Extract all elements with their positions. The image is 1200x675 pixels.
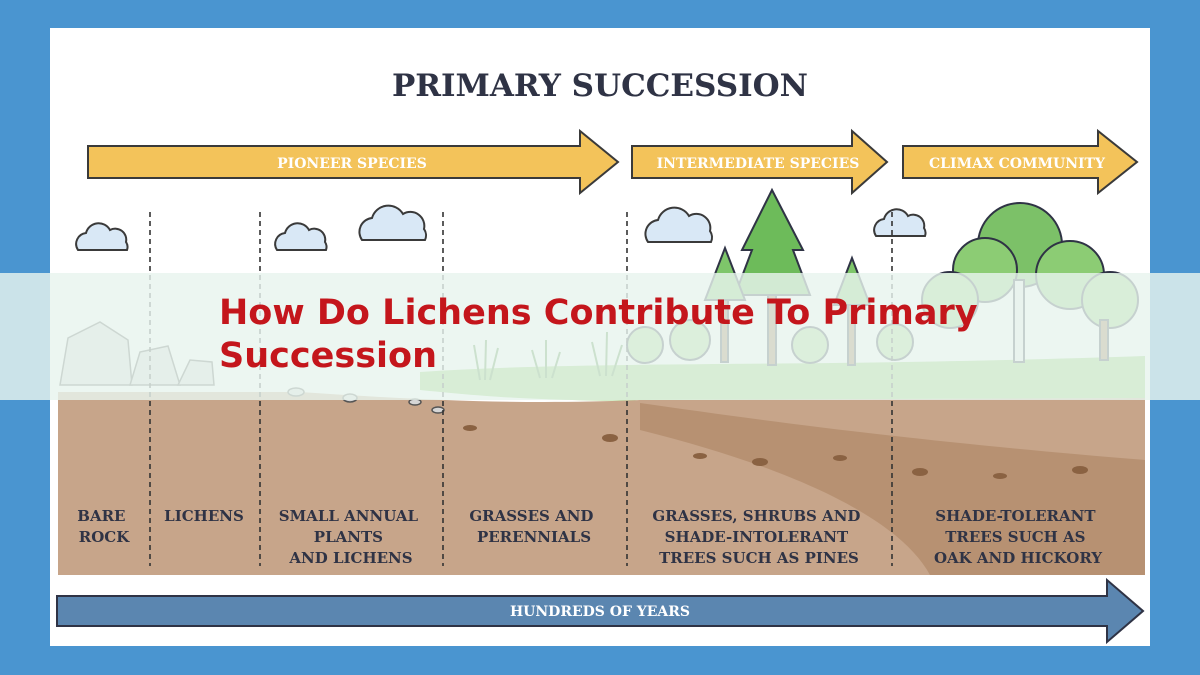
stage-label-bare-rock: BARE ROCK (77, 507, 130, 546)
phase-arrow-pioneer: PIONEER SPECIES (87, 128, 620, 196)
timeline-label: HUNDREDS OF YEARS (510, 604, 690, 620)
timeline-arrow: HUNDREDS OF YEARS (56, 577, 1145, 645)
phase-label-intermediate: INTERMEDIATE SPECIES (657, 156, 860, 172)
cloud-icon (274, 222, 328, 251)
cloud-icon (873, 208, 927, 237)
diagram-title: PRIMARY SUCCESSION (392, 68, 808, 104)
cloud-icon (644, 206, 714, 243)
dark-soil-band (640, 403, 1145, 575)
soil-pebbles (463, 425, 1088, 479)
headline: How Do Lichens Contribute To Primary Suc… (219, 293, 978, 376)
stage-label-grasses-perennials: GRASSES AND PERENNIALS (469, 507, 598, 546)
stage-label-oak-hickory: SHADE-TOLERANT TREES SUCH AS OAK AND HIC… (934, 507, 1102, 567)
stage-label-small-annual-plants: SMALL ANNUAL PLANTS AND LICHENS (279, 507, 424, 567)
stage-label-lichens: LICHENS (164, 507, 244, 525)
stage-dividers (149, 212, 893, 566)
phase-label-climax: CLIMAX COMMUNITY (929, 156, 1106, 172)
phase-arrow-climax: CLIMAX COMMUNITY (902, 128, 1139, 196)
headline-banner (0, 273, 1200, 400)
phase-label-pioneer: PIONEER SPECIES (277, 156, 427, 172)
cloud-icon (75, 222, 129, 251)
stage-label-shrubs-pines: GRASSES, SHRUBS AND SHADE-INTOLERANT TRE… (652, 507, 865, 567)
phase-arrow-intermediate: INTERMEDIATE SPECIES (631, 128, 889, 196)
cloud-icon (358, 204, 428, 241)
